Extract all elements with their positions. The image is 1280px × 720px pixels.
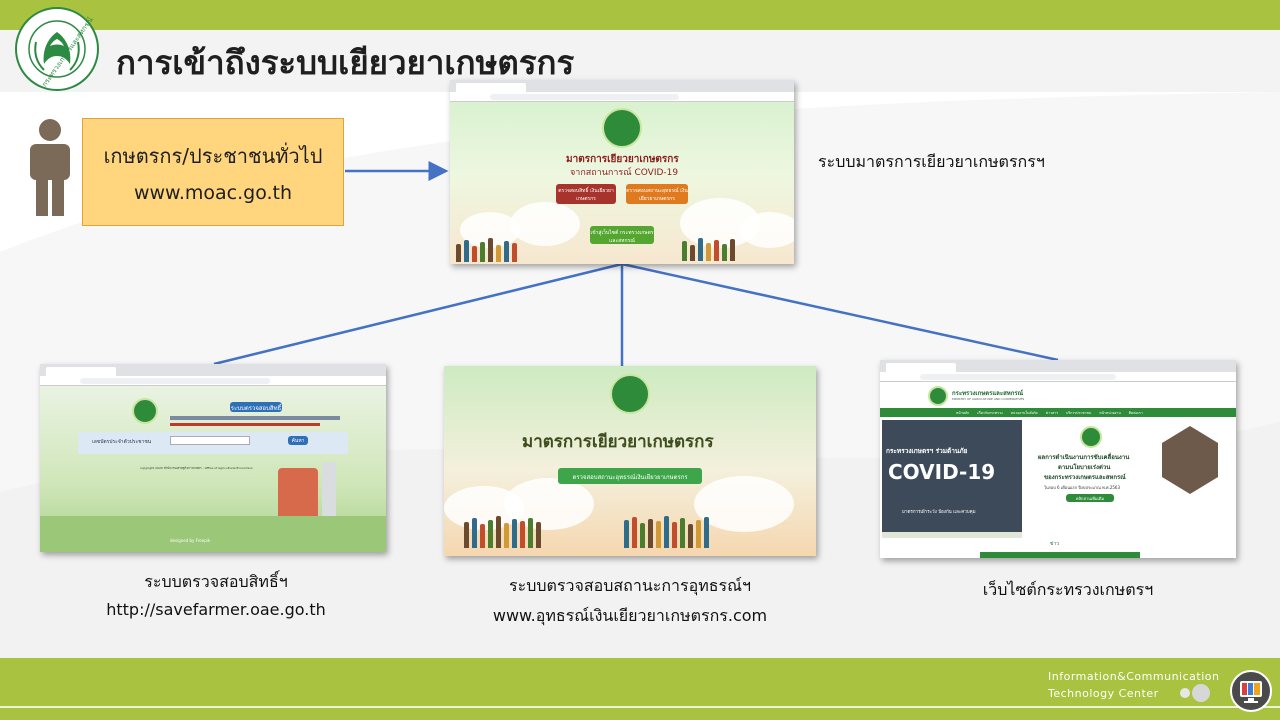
footer-text: Information&Communication Technology Cen…: [1048, 668, 1219, 702]
footer-line1: Information&Communication: [1048, 670, 1220, 683]
user-box-title: เกษตรกร/ประชาชนทั่วไป: [103, 144, 323, 168]
id-field-label: เลขบัตรประจำตัวประชาชน: [92, 439, 152, 445]
browser-tab-bar: [880, 360, 1236, 372]
appeal-screenshot[interactable]: มาตรการเยียวยาเกษตรกร ตรวจสอบสถานะอุทธรณ…: [444, 366, 816, 556]
main-system-page: มาตรการเยียวยาเกษตรกร จากสถานการณ์ COVID…: [450, 102, 794, 264]
moac-website-screenshot[interactable]: กระทรวงเกษตรและสหกรณ์ MINISTRY OF AGRICU…: [880, 360, 1236, 558]
top-accent-bar: [0, 0, 1280, 30]
browser-tab-bar: [450, 80, 794, 92]
policy-line4: ในรอบ 6 เดือนแรก ปีงบประมาณ พ.ศ.2563: [1044, 485, 1121, 490]
user-box: เกษตรกร/ประชาชนทั่วไป www.moac.go.th: [82, 118, 344, 226]
footer-line2: Technology Center: [1048, 687, 1159, 700]
moac-caption: เว็บไซต์กระทรวงเกษตรฯ: [982, 580, 1154, 599]
nav-item-agencies[interactable]: หน่วยงานในสังกัด: [1010, 410, 1038, 415]
savefarmer-url[interactable]: http://savefarmer.oae.go.th: [106, 600, 326, 619]
id-input[interactable]: [170, 436, 250, 445]
minister-photo: [1162, 426, 1218, 494]
covid-banner-sub: มาตรการเฝ้าระวัง ป้องกัน และควบคุม: [902, 510, 976, 515]
moac-site-name-en: MINISTRY OF AGRICULTURE AND COOPERATIVES: [952, 397, 1025, 401]
appeal-page: มาตรการเยียวยาเกษตรกร ตรวจสอบสถานะอุทธรณ…: [444, 366, 816, 556]
savefarmer-caption: ระบบตรวจสอบสิทธิ์ฯ: [144, 572, 288, 591]
nav-item-services[interactable]: บริการประชาชน: [1066, 410, 1092, 415]
main-shot-heading1: มาตรการเยียวยาเกษตรกร: [566, 154, 679, 165]
nav-item-units[interactable]: หน้าหน่วยงาน: [1099, 410, 1121, 415]
savefarmer-screenshot[interactable]: ระบบตรวจสอบสิทธิ์ เลขบัตรประจำตัวประชาชน…: [40, 364, 386, 552]
main-system-label: ระบบมาตรการเยียวยาเกษตรกรฯ: [818, 152, 1045, 171]
appeal-url[interactable]: www.อุทธรณ์เงินเยียวยาเกษตรกร.com: [492, 606, 768, 625]
designed-by-text: designed by Freepik: [170, 538, 211, 543]
policy-banner[interactable]: ผลการดำเนินงานการขับเคลื่อนงาน ตามนโยบาย…: [1022, 420, 1234, 532]
savefarmer-page: ระบบตรวจสอบสิทธิ์ เลขบัตรประจำตัวประชาชน…: [40, 386, 386, 552]
footer-band: [0, 658, 1280, 720]
footer-divider: [0, 706, 1280, 708]
policy-read-more-button[interactable]: คลิกอ่านเพิ่มเติม: [1066, 494, 1114, 502]
search-button[interactable]: ค้นหา: [288, 436, 308, 445]
browser-address-bar: [40, 376, 386, 386]
savefarmer-heading: ระบบตรวจสอบสิทธิ์: [230, 402, 282, 412]
monitor-icon: [1230, 670, 1272, 712]
appeal-heading: มาตรการเยียวยาเกษตรกร: [522, 432, 714, 452]
nav-item-home[interactable]: หน้าหลัก: [956, 410, 970, 415]
moac-site-name: กระทรวงเกษตรและสหกรณ์: [952, 390, 1024, 397]
browser-address-bar: [880, 372, 1236, 382]
moac-page: กระทรวงเกษตรและสหกรณ์ MINISTRY OF AGRICU…: [880, 382, 1236, 558]
news-section-label: ข่าว: [1050, 541, 1060, 547]
nav-item-contact[interactable]: ติดต่อเรา: [1128, 410, 1143, 415]
emblem-icon: [602, 108, 642, 148]
moac-nav-bar: หน้าหลัก เกี่ยวกับกระทรวง หน่วยงานในสังก…: [880, 408, 1236, 417]
covid-banner-tagline: กระทรวงเกษตรฯ ร่วมต้านภัย: [886, 447, 968, 455]
nav-item-news[interactable]: ข่าวสาร: [1045, 410, 1059, 415]
emblem-icon: [132, 398, 158, 424]
footer-dot-large: [1192, 684, 1210, 702]
emblem-icon: [610, 374, 650, 414]
emblem-icon: [928, 386, 948, 406]
main-system-screenshot[interactable]: มาตรการเยียวยาเกษตรกร จากสถานการณ์ COVID…: [450, 80, 794, 264]
check-appeal-button[interactable]: ตรวจสอบสถานะอุทธรณ์ เงินเยียวยาเกษตรกร: [626, 184, 688, 204]
copyright-text: copyright 2020 สำนักงานเศรษฐกิจการเกษตร …: [140, 466, 253, 470]
enter-moac-button[interactable]: เข้าสู่เว็บไซต์ กระทรวงเกษตรและสหกรณ์: [590, 226, 654, 244]
covid-banner-title: COVID-19: [888, 460, 996, 484]
browser-tab-bar: [40, 364, 386, 376]
policy-line2: ตามนโยบายเร่งด่วน: [1058, 464, 1111, 471]
covid-banner[interactable]: กระทรวงเกษตรฯ ร่วมต้านภัย COVID-19 มาตรก…: [882, 420, 1022, 532]
slide-title: การเข้าถึงระบบเยียวยาเกษตรกร: [116, 43, 575, 82]
check-appeal-status-button[interactable]: ตรวจสอบสถานะอุทธรณ์เงินเยียวยาเกษตรกร: [558, 468, 702, 484]
ministry-logo: กระทรวงเกษตรและสหกรณ์: [14, 6, 100, 92]
user-box-url[interactable]: www.moac.go.th: [133, 182, 293, 204]
policy-line3: ของกระทรวงเกษตรและสหกรณ์: [1044, 474, 1126, 481]
policy-line1: ผลการดำเนินงานการขับเคลื่อนงาน: [1038, 454, 1130, 461]
person-icon: [24, 118, 76, 218]
main-shot-heading2: จากสถานการณ์ COVID-19: [570, 168, 679, 178]
footer-dot-small: [1180, 688, 1190, 698]
nav-item-about[interactable]: เกี่ยวกับกระทรวง: [977, 410, 1003, 415]
browser-address-bar: [450, 92, 794, 102]
check-eligibility-button[interactable]: ตรวจสอบสิทธิ์ เงินเยียวยาเกษตรกร: [556, 184, 616, 204]
appeal-caption: ระบบตรวจสอบสถานะการอุทธรณ์ฯ: [509, 576, 751, 595]
